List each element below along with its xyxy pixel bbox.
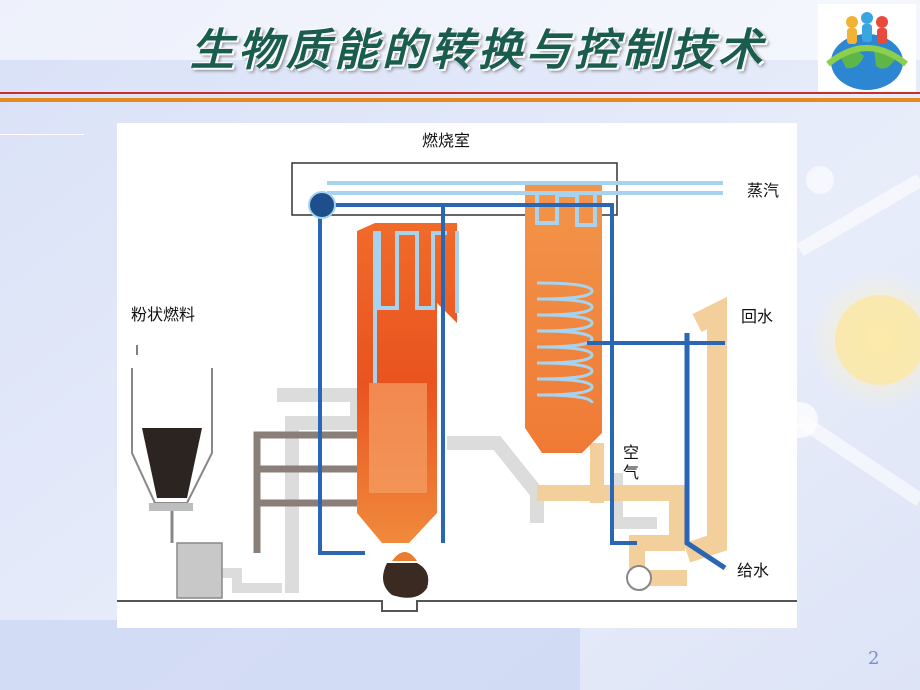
air-label: 空气 bbox=[623, 443, 640, 482]
slide-title: 生物质能的转换与控制技术 bbox=[190, 25, 766, 76]
return-water-label: 回水 bbox=[741, 307, 774, 326]
boiler-schematic bbox=[117, 162, 797, 612]
decorative-rule bbox=[0, 134, 84, 135]
steam-label: 蒸汽 bbox=[747, 181, 780, 200]
fuel-label: 粉状燃料 bbox=[131, 305, 196, 324]
boiler-diagram: 燃烧室 蒸汽 回水 粉状燃料 空气 给水 bbox=[117, 123, 797, 628]
feed-water-label: 给水 bbox=[737, 561, 770, 580]
header-rule-orange bbox=[0, 98, 920, 102]
globe-people-logo-icon bbox=[818, 4, 916, 94]
furnace-label: 燃烧室 bbox=[422, 131, 471, 150]
page-number: 2 bbox=[868, 648, 880, 669]
header-rule-red bbox=[0, 92, 920, 94]
